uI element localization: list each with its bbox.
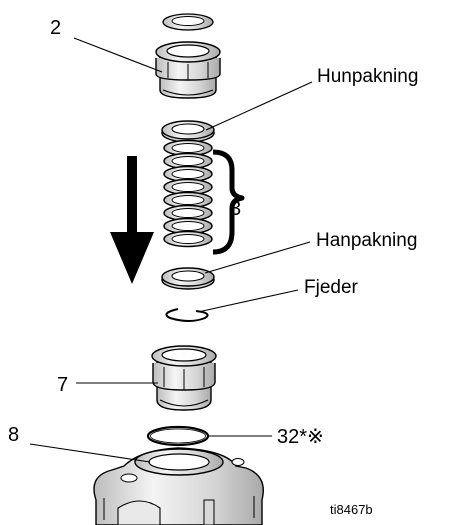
- leader-line-part-2: [73, 37, 163, 73]
- gland-nut-part-7: [151, 345, 217, 411]
- label-hunpakning: Hunpakning: [317, 66, 418, 87]
- curly-brace-icon: [212, 149, 245, 255]
- leader-line-hunpakning: [205, 81, 313, 131]
- label-part-32: 32*※: [277, 426, 324, 448]
- label-part-2: 2: [50, 17, 61, 39]
- leader-line-fjeder: [197, 289, 299, 313]
- label-part-3: 3: [230, 198, 241, 220]
- leader-line-hanpakning: [204, 241, 311, 274]
- v-packing-stack: [163, 139, 213, 248]
- figure-id-label: ti8467b: [330, 502, 373, 517]
- o-ring-part-32: [146, 425, 210, 447]
- down-arrow-icon: [110, 156, 154, 284]
- label-part-8: 8: [8, 424, 19, 446]
- pump-housing-part-8: [93, 447, 264, 525]
- label-hanpakning: Hanpakning: [316, 230, 417, 251]
- male-adapter-ring: [161, 267, 215, 290]
- leader-lines: [29, 37, 313, 463]
- leader-line-part-8: [29, 443, 151, 463]
- female-adapter-ring: [161, 120, 215, 143]
- label-fjeder: Fjeder: [304, 277, 359, 298]
- spring-clip: [165, 308, 209, 322]
- label-part-7: 7: [57, 374, 68, 396]
- top-ring: [162, 13, 214, 31]
- gland-nut-part-2: [155, 41, 221, 99]
